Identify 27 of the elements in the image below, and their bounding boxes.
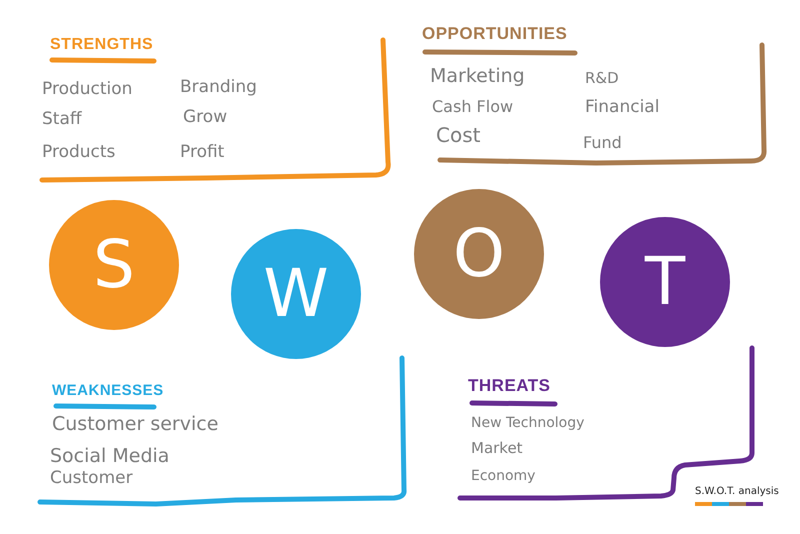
list-item: Social Media (50, 446, 170, 468)
list-item: R&D (585, 70, 619, 88)
list-item: Branding (180, 78, 257, 98)
list-item: New Technology (471, 415, 584, 432)
list-item: Production (42, 80, 132, 100)
list-item: Cost (436, 124, 480, 147)
list-item: Marketing (430, 66, 525, 88)
circle-letter: O (453, 221, 505, 287)
list-item: Economy (471, 468, 536, 484)
circle-letter: S (93, 232, 135, 298)
list-item: Fund (583, 134, 622, 152)
list-item: Cash Flow (432, 98, 514, 116)
circle-letter: T (644, 249, 686, 315)
list-item: Profit (180, 143, 224, 163)
section-heading: STRENGTHS (50, 36, 154, 54)
list-item: Customer (50, 469, 133, 489)
section-heading: WEAKNESSES (52, 382, 164, 400)
list-item: Customer service (52, 414, 218, 436)
footer-label: S.W.O.T. analysis (695, 486, 779, 497)
section-heading: OPPORTUNITIES (422, 24, 568, 44)
list-item: Products (42, 143, 116, 163)
list-item: Grow (183, 108, 228, 128)
section-heading: THREATS (468, 376, 551, 396)
circle-letter: W (263, 261, 329, 327)
list-item: Financial (585, 98, 660, 118)
list-item: Staff (42, 110, 82, 130)
list-item: Market (471, 440, 523, 458)
